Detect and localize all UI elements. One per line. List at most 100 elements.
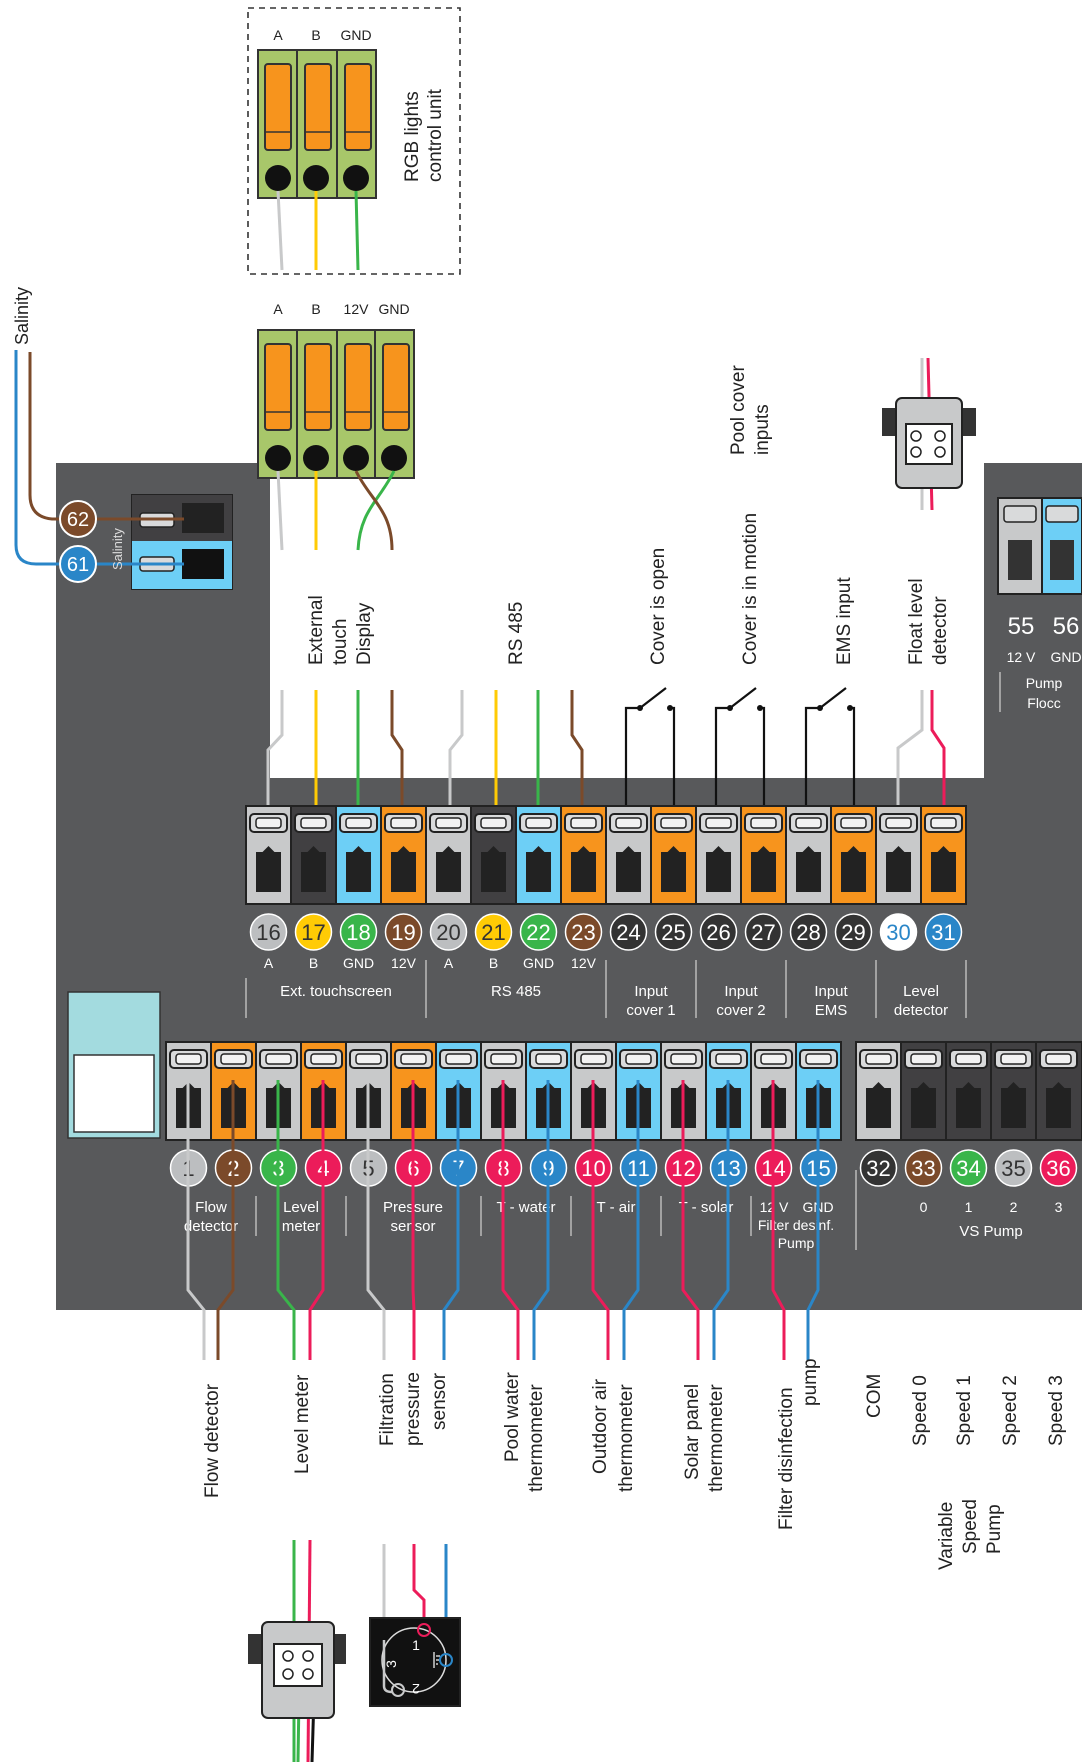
terminal-23-label: 23 <box>571 920 595 945</box>
terminal-30-dot <box>879 913 918 951</box>
float-level-device <box>882 357 976 511</box>
sensor-pin-2: 2 <box>412 1681 420 1697</box>
label-display: Display <box>354 602 375 665</box>
terminal-spring <box>744 813 783 833</box>
top-labels: External touch Display RS 485 Pool cover… <box>306 365 951 665</box>
terminal-26-dot <box>699 913 738 951</box>
terminal-34-dot <box>949 1149 988 1187</box>
terminal-35-label: 35 <box>1001 1156 1025 1181</box>
terminal-27-label: 27 <box>751 920 775 945</box>
terminal-20-label: 20 <box>436 920 460 945</box>
label-filtration-3: sensor <box>429 1372 450 1430</box>
terminal-24-dot <box>609 913 648 951</box>
terminal-19-label: 19 <box>391 920 415 945</box>
terminal-spring <box>294 813 333 833</box>
terminal-22-label: 22 <box>526 920 550 945</box>
row1-groups: Ext. touchscreen RS 485 Input cover 1 In… <box>245 960 967 1019</box>
terminal-29-dot <box>834 913 873 951</box>
display-pin-b: B <box>311 301 320 317</box>
group-input-ems-1: Input <box>814 983 848 1000</box>
terminal-18-dot <box>339 913 378 951</box>
label-float-1: Float level <box>906 578 927 665</box>
rgb-unit-title-2: control unit <box>425 88 446 182</box>
display-connector: A B 12V GND <box>257 301 415 551</box>
terminal-25-label: 25 <box>661 920 685 945</box>
terminal-spring <box>994 1049 1033 1069</box>
terminal-21-label: 21 <box>481 920 505 945</box>
label-speed3: Speed 3 <box>1046 1375 1067 1446</box>
label-pool-cover-2: inputs <box>752 404 773 455</box>
terminal-18-label: 18 <box>346 920 370 945</box>
terminal-hole <box>481 846 506 892</box>
terminal-spring <box>924 813 963 833</box>
terminal-hole <box>886 846 911 892</box>
terminal-spring <box>664 1049 703 1069</box>
terminal-spring <box>834 813 873 833</box>
terminal-33-label: 33 <box>911 1156 935 1181</box>
pump-flocc-label-1: Pump <box>1026 675 1063 691</box>
terminal-hole <box>706 846 731 892</box>
label-ems-input: EMS input <box>834 577 855 665</box>
terminal-34-sub: 1 <box>965 1199 973 1215</box>
rgb-lights-control-unit: A B GND RGB lights control unit <box>247 7 461 275</box>
group-ext-touchscreen: Ext. touchscreen <box>280 983 392 1000</box>
terminal-spring <box>439 1049 478 1069</box>
group-filter-2: Pump <box>778 1235 815 1251</box>
label-filter-disinfection-2: pump <box>800 1358 821 1406</box>
pump-flocc-gnd: GND <box>1050 649 1081 665</box>
group-t-solar: T - solar <box>679 1199 734 1216</box>
label-filter-disinfection-1: Filter disinfection <box>776 1387 797 1530</box>
terminal-hole <box>866 1082 891 1128</box>
terminal-hole <box>526 846 551 892</box>
group-input-cover2-1: Input <box>724 983 758 1000</box>
label-com: COM <box>864 1374 885 1418</box>
terminal-hole <box>571 846 596 892</box>
terminal-61-label: 61 <box>67 554 89 576</box>
group-level-detector-1: Level <box>903 983 939 1000</box>
rgb-pin-a: A <box>273 27 283 43</box>
terminal-spring <box>709 1049 748 1069</box>
label-variable-2: Speed <box>960 1499 981 1554</box>
terminal-55: 55 <box>1008 613 1035 640</box>
label-speed1: Speed 1 <box>954 1375 975 1446</box>
pump-flocc: 55 56 12 V GND Pump Flocc <box>997 497 1082 712</box>
terminal-spring <box>429 813 468 833</box>
terminal-spring <box>879 813 918 833</box>
terminal-16-label: 16 <box>256 920 280 945</box>
label-solar-panel-1: Solar panel <box>682 1384 703 1480</box>
label-cover-motion: Cover is in motion <box>740 513 761 665</box>
terminal-spring <box>574 1049 613 1069</box>
group-level-detector-2: detector <box>894 1002 948 1019</box>
label-speed2: Speed 2 <box>1000 1375 1021 1446</box>
terminal-hole <box>256 846 281 892</box>
label-flow-detector: Flow detector <box>202 1383 223 1498</box>
label-pool-water-1: Pool water <box>502 1372 523 1462</box>
label-outdoor-air-1: Outdoor air <box>590 1378 611 1474</box>
terminal-17-sub: B <box>309 955 318 971</box>
label-variable-3: Pump <box>984 1504 1005 1554</box>
terminal-61 <box>59 545 97 583</box>
label-filtration-2: pressure <box>403 1372 424 1446</box>
terminal-33-dot <box>904 1149 943 1187</box>
bottom-labels: Flow detector Level meter Filtration pre… <box>202 1358 1067 1570</box>
terminal-16-sub: A <box>264 955 274 971</box>
vs-pump-label: VS Pump <box>959 1223 1022 1240</box>
terminal-spring <box>654 813 693 833</box>
level-meter-device <box>248 1539 346 1762</box>
terminal-26-label: 26 <box>706 920 730 945</box>
group-level-2: meter <box>282 1218 320 1235</box>
terminal-62 <box>59 500 97 538</box>
terminal-spring <box>249 813 288 833</box>
terminal-34-label: 34 <box>956 1156 980 1181</box>
terminal-hole <box>301 846 326 892</box>
terminal-spring <box>699 813 738 833</box>
display-pin-12v: 12V <box>344 301 370 317</box>
group-flow-2: detector <box>184 1218 238 1235</box>
top-wires <box>266 687 946 835</box>
terminal-spring <box>609 813 648 833</box>
terminal-spring <box>859 1049 898 1069</box>
terminal-spring <box>529 1049 568 1069</box>
terminal-spring <box>949 1049 988 1069</box>
